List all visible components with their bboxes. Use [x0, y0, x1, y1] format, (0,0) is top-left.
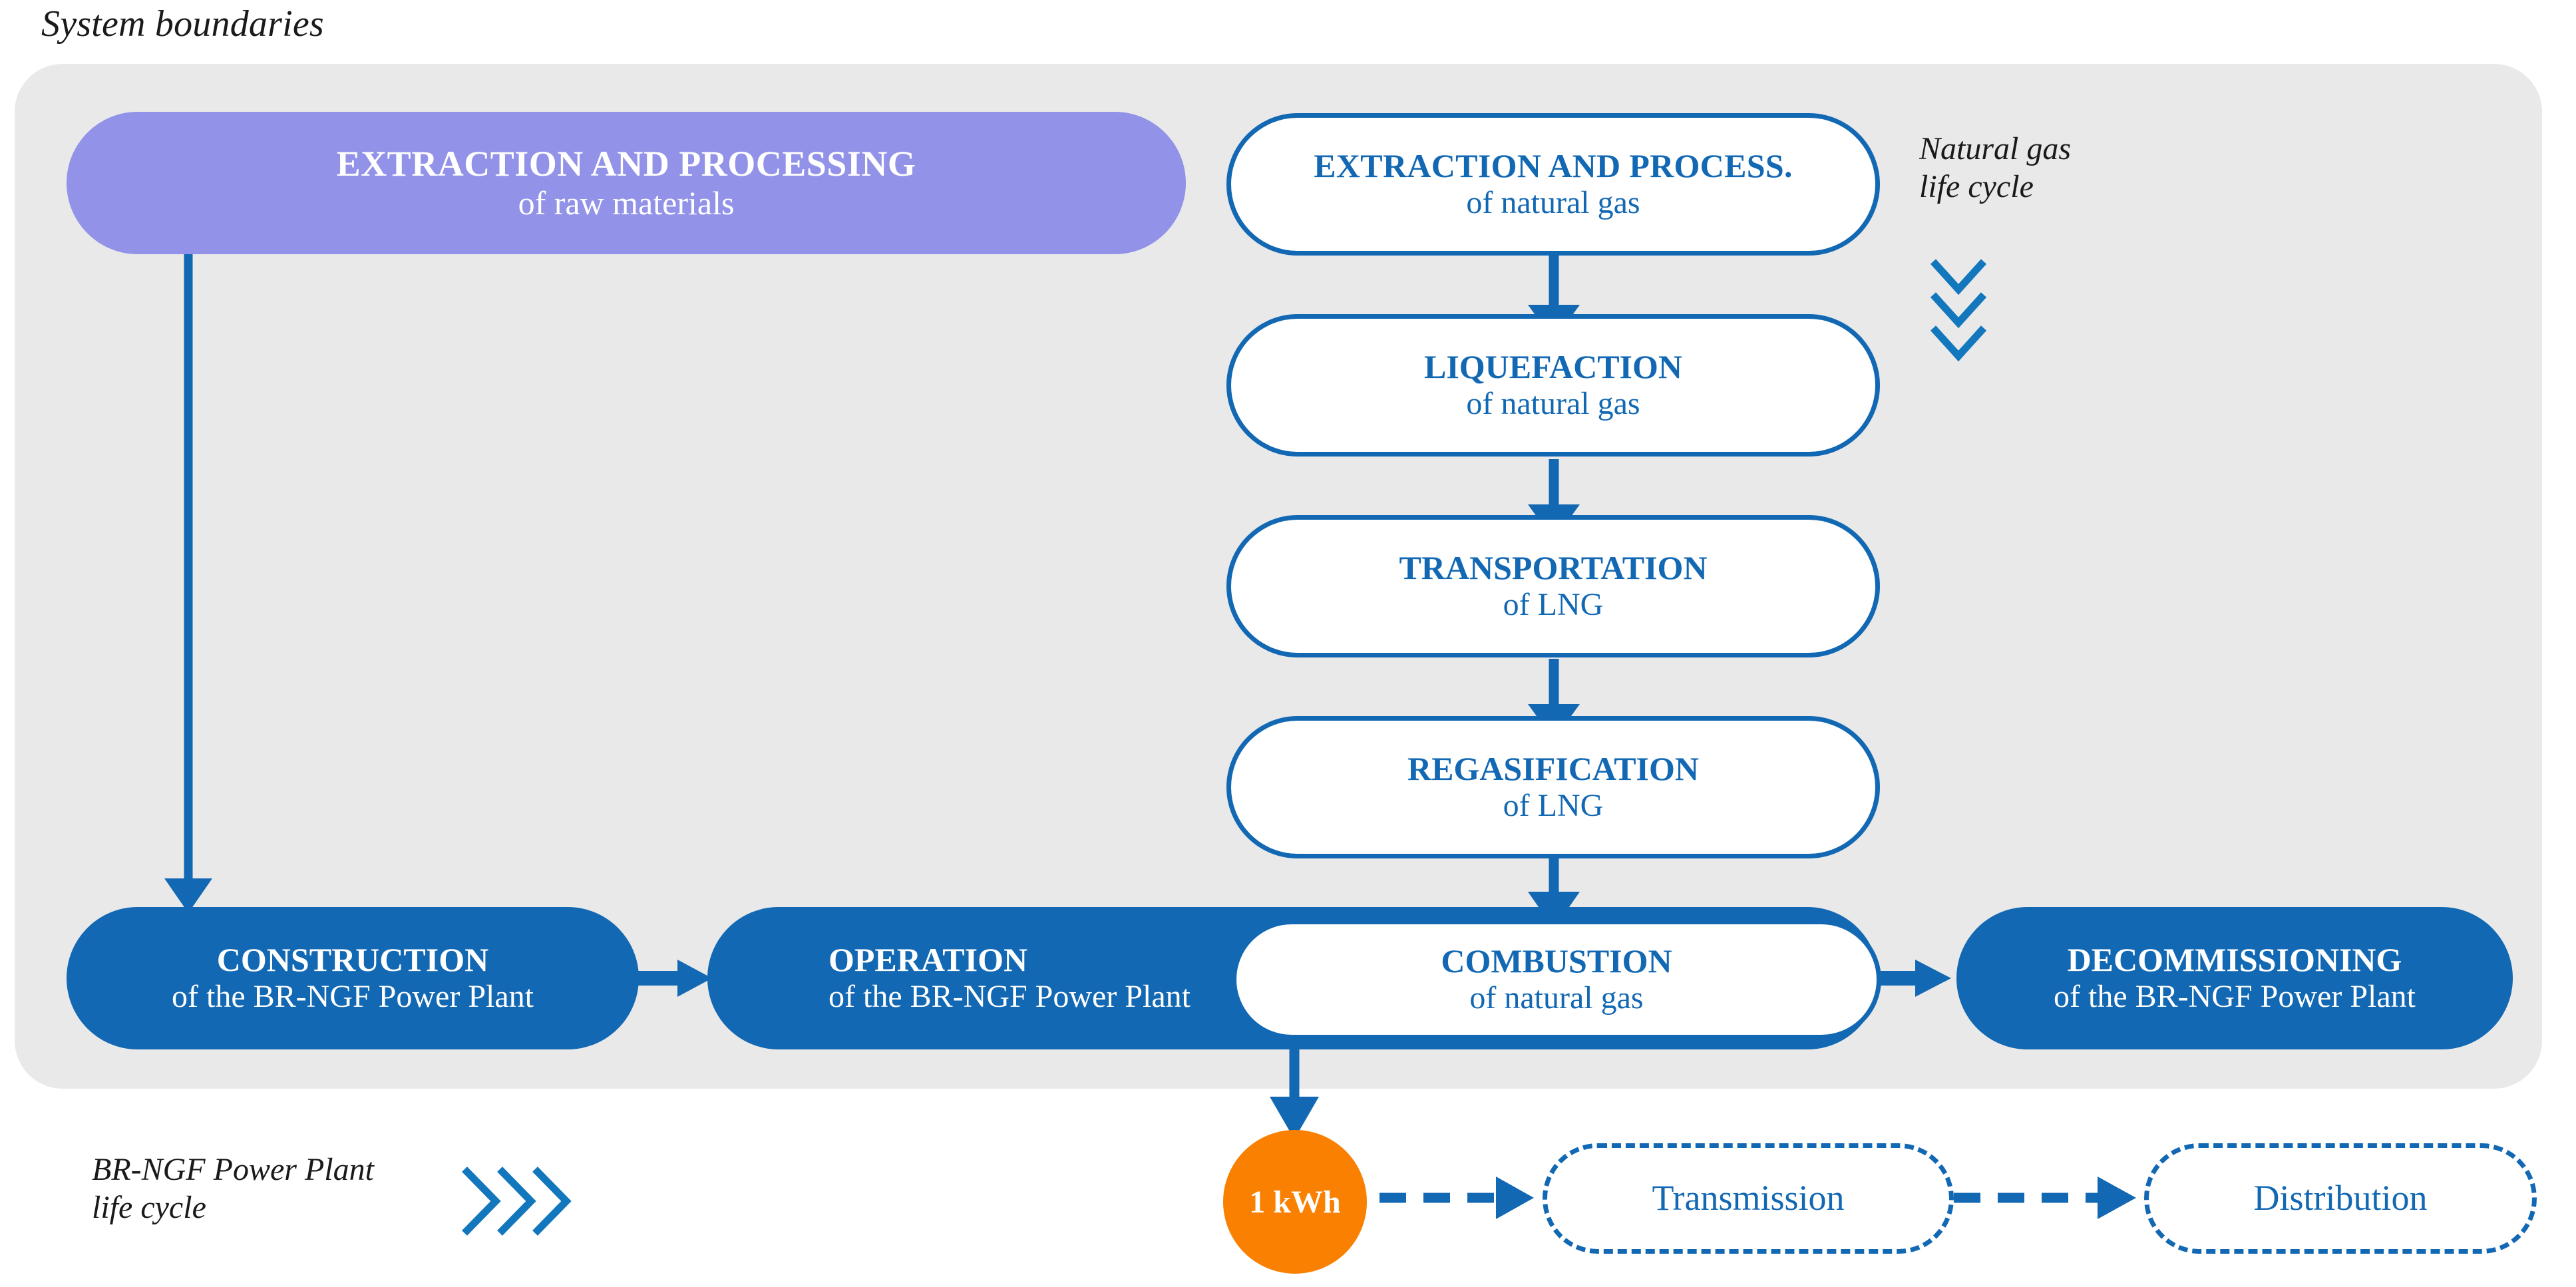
- node-subtitle: of the BR-NGF Power Plant: [828, 979, 1191, 1015]
- node-title: TRANSPORTATION: [1399, 549, 1708, 587]
- node-subtitle: of LNG: [1503, 788, 1604, 824]
- node-transportation[interactable]: TRANSPORTATION of LNG: [1226, 515, 1880, 657]
- functional-unit-label: 1 kWh: [1249, 1184, 1341, 1220]
- caption-natural-gas-life-cycle: Natural gas life cycle: [1919, 130, 2071, 206]
- node-extraction-and-processing-raw-materials[interactable]: EXTRACTION AND PROCESSING of raw materia…: [67, 112, 1186, 254]
- node-subtitle: of raw materials: [518, 184, 735, 222]
- node-title: REGASIFICATION: [1407, 750, 1700, 788]
- node-construction[interactable]: CONSTRUCTION of the BR-NGF Power Plant: [67, 907, 639, 1049]
- node-distribution[interactable]: Distribution: [2144, 1143, 2537, 1254]
- node-liquefaction[interactable]: LIQUEFACTION of natural gas: [1226, 314, 1880, 457]
- node-subtitle: of natural gas: [1466, 185, 1640, 221]
- node-title: Transmission: [1652, 1178, 1845, 1218]
- node-subtitle: of natural gas: [1469, 980, 1644, 1016]
- node-decommissioning[interactable]: DECOMMISSIONING of the BR-NGF Power Plan…: [1956, 907, 2513, 1049]
- caption-line-2: life cycle: [92, 1189, 206, 1225]
- caption-line-1: BR-NGF Power Plant: [92, 1152, 374, 1187]
- node-transmission[interactable]: Transmission: [1543, 1143, 1954, 1254]
- node-title: DECOMMISSIONING: [2067, 941, 2402, 979]
- node-title: CONSTRUCTION: [216, 941, 489, 979]
- node-functional-unit-1kwh[interactable]: 1 kWh: [1223, 1130, 1367, 1274]
- caption-br-ngf-power-plant-life-cycle: BR-NGF Power Plant life cycle: [92, 1151, 374, 1226]
- node-title: Distribution: [2253, 1178, 2428, 1218]
- caption-line-1: Natural gas: [1919, 131, 2072, 166]
- node-subtitle: of natural gas: [1466, 386, 1640, 422]
- node-title: LIQUEFACTION: [1423, 348, 1682, 386]
- node-subtitle: of the BR-NGF Power Plant: [172, 979, 534, 1015]
- flow-transmission-to-distribution: [1954, 1177, 2136, 1219]
- node-title: EXTRACTION AND PROCESS.: [1314, 147, 1793, 185]
- page-title: System boundaries: [41, 3, 324, 45]
- node-regasification[interactable]: REGASIFICATION of LNG: [1226, 716, 1880, 858]
- node-subtitle: of LNG: [1503, 587, 1604, 623]
- node-combustion[interactable]: COMBUSTION of natural gas: [1232, 920, 1881, 1039]
- node-title: EXTRACTION AND PROCESSING: [336, 143, 916, 184]
- node-title: COMBUSTION: [1441, 942, 1672, 980]
- node-title: OPERATION: [828, 941, 1028, 979]
- caption-line-2: life cycle: [1919, 168, 2034, 204]
- flow-functional-unit-to-transmission: [1380, 1177, 1534, 1219]
- node-subtitle: of the BR-NGF Power Plant: [2054, 979, 2416, 1015]
- node-extraction-and-processing-natural-gas[interactable]: EXTRACTION AND PROCESS. of natural gas: [1226, 113, 1880, 256]
- chevron-right-group: [462, 1167, 572, 1236]
